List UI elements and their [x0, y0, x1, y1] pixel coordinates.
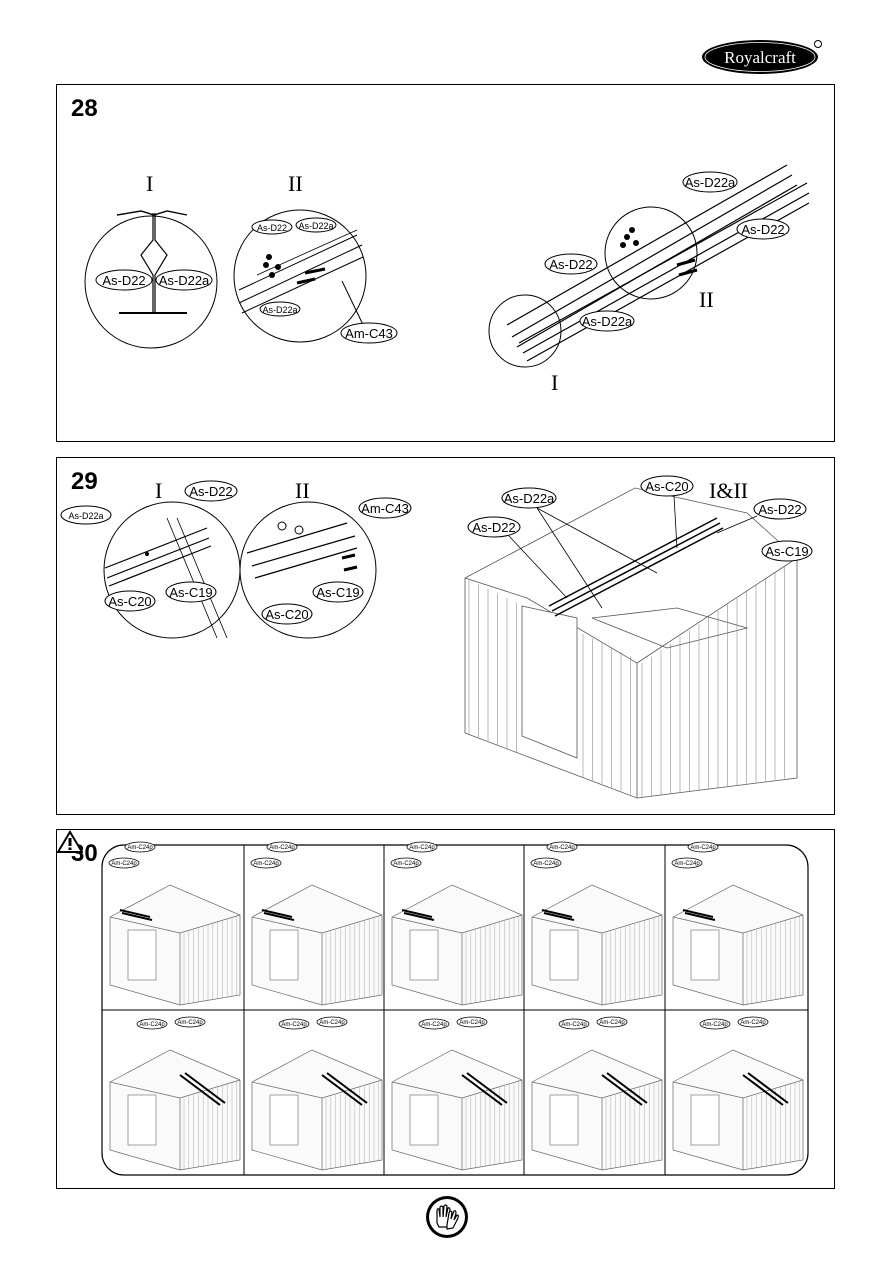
step-29-illustration: I As-D22a As-D22 As-C19 As-C20 II Am-C43… — [60, 475, 813, 799]
shed-thumbnail — [109, 884, 241, 1006]
label-am-c24p: Am-C24p — [533, 861, 559, 867]
label-as-d22: As-D22 — [549, 257, 592, 272]
label-as-c19: As-C19 — [316, 585, 359, 600]
label-am-c24p: Am-C24p — [319, 1020, 345, 1026]
shed-thumbnail — [531, 1049, 663, 1171]
main-roman-II: II — [699, 287, 714, 312]
label-am-c43: Am-C43 — [361, 501, 409, 516]
label-am-c24p: Am-C24p — [740, 1020, 766, 1026]
label-as-d22: As-D22 — [741, 222, 784, 237]
label-as-c20: As-C20 — [108, 594, 151, 609]
shed-thumbnail — [391, 1049, 523, 1171]
shed-thumbnail — [251, 884, 383, 1006]
royalcraft-logo: Royalcraft — [702, 40, 822, 74]
label-am-c43: Am-C43 — [345, 326, 393, 341]
label-as-d22a: As-D22a — [685, 175, 736, 190]
label-am-c24p: Am-C24p — [253, 861, 279, 867]
shed-thumbnail — [531, 884, 663, 1006]
detail-roman-II: II — [288, 171, 303, 196]
label-as-d22a: As-D22a — [504, 491, 555, 506]
shed-thumbnail — [391, 884, 523, 1006]
shed-thumbnail — [109, 1049, 241, 1171]
label-am-c24p: Am-C24p — [139, 1022, 165, 1028]
detail-roman-II: II — [295, 478, 310, 503]
label-am-c24p: Am-C24p — [127, 845, 153, 851]
label-as-c20: As-C20 — [645, 479, 688, 494]
label-am-c24p: Am-C24p — [393, 861, 419, 867]
label-as-d22a: As-D22a — [262, 305, 297, 315]
label-as-d22a: As-D22a — [582, 314, 633, 329]
label-as-d22a: As-D22a — [68, 511, 103, 521]
label-as-d22: As-D22 — [758, 502, 801, 517]
label-am-c24p: Am-C24p — [177, 1020, 203, 1026]
shed-thumbnail — [672, 1049, 804, 1171]
label-am-c24p: Am-C24p — [459, 1020, 485, 1026]
step-number: 29 — [71, 468, 98, 495]
label-am-c24p: Am-C24p — [269, 845, 295, 851]
label-am-c24p: Am-C24p — [281, 1022, 307, 1028]
gloves-icon — [426, 1196, 468, 1238]
label-as-d22: As-D22 — [472, 520, 515, 535]
label-as-c19: As-C19 — [169, 585, 212, 600]
label-am-c24p: Am-C24p — [111, 861, 137, 867]
shed-thumbnail — [672, 884, 804, 1006]
label-as-d22: As-D22 — [102, 273, 145, 288]
label-as-d22a: As-D22a — [298, 221, 333, 231]
step-29-panel: 29 I As-D22a As-D22 As-C19 As-C20 II Am-… — [56, 457, 835, 815]
main-roman-I: I — [551, 370, 558, 395]
label-am-c24p: Am-C24p — [409, 845, 435, 851]
label-as-d22: As-D22 — [189, 484, 232, 499]
step-28-panel: 28 I As-D22 As-D22a II As-D22 As-D22a As… — [56, 84, 835, 442]
detail-roman-I: I — [155, 478, 162, 503]
warning-icon — [57, 830, 83, 853]
label-am-c24p: Am-C24p — [549, 845, 575, 851]
label-am-c24p: Am-C24p — [690, 845, 716, 851]
label-am-c24p: Am-C24p — [674, 861, 700, 867]
shed-thumbnail — [251, 1049, 383, 1171]
label-am-c24p: Am-C24p — [599, 1020, 625, 1026]
step-number: 28 — [71, 95, 98, 122]
label-as-c20: As-C20 — [265, 607, 308, 622]
label-am-c24p: Am-C24p — [421, 1022, 447, 1028]
label-am-c24p: Am-C24p — [561, 1022, 587, 1028]
label-as-d22a: As-D22a — [159, 273, 210, 288]
label-as-c19: As-C19 — [765, 544, 808, 559]
step-28-illustration: I As-D22 As-D22a II As-D22 As-D22a As-D2… — [84, 164, 810, 395]
main-roman-I-II: I&II — [709, 478, 748, 503]
logo-text: Royalcraft — [724, 48, 796, 67]
label-am-c24p: Am-C24p — [702, 1022, 728, 1028]
detail-roman-I: I — [146, 171, 153, 196]
label-as-d22: As-D22 — [257, 223, 287, 233]
